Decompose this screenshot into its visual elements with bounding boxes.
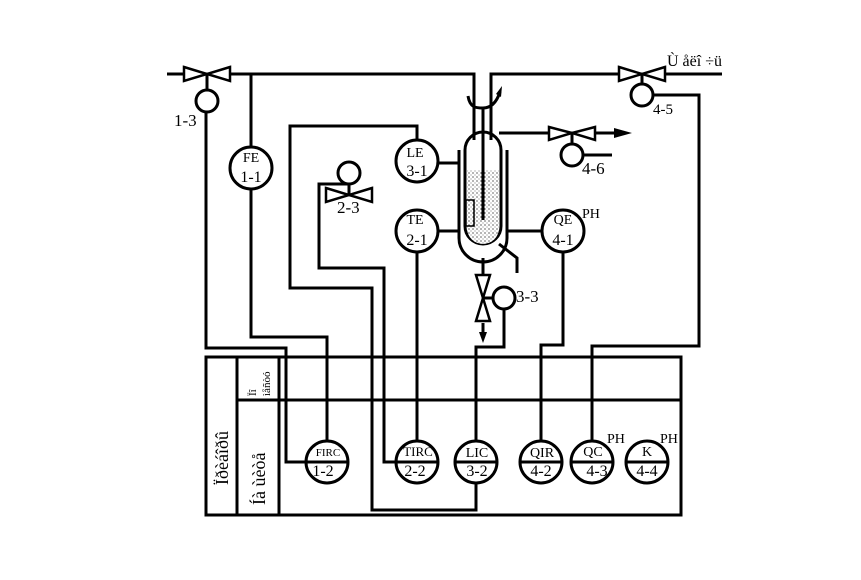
instrument-te-2-1[interactable]: TE 2-1 xyxy=(394,208,440,254)
instrument-firc-1-2-tag: FIRC xyxy=(316,447,340,459)
instrument-qc-4-3-suffix: PH xyxy=(607,432,625,447)
jacket-drain-line xyxy=(498,242,519,273)
valve-4-6[interactable]: 4-6 xyxy=(547,125,605,178)
instrument-fe-1-1-tag: FE xyxy=(243,151,259,166)
panel-label-inner: Íà ùèòå xyxy=(248,453,269,505)
instrument-firc-1-2-number: 1-2 xyxy=(312,463,333,480)
valve-2-3-label: 2-3 xyxy=(337,198,360,217)
inlet-pipe xyxy=(167,72,476,140)
instrument-k-4-4-number: 4-4 xyxy=(636,463,657,480)
valve-4-5[interactable]: 4-5 xyxy=(617,65,673,118)
instrument-firc-1-2[interactable]: FIRC 1-2 xyxy=(304,439,350,485)
instrument-lic-3-2[interactable]: LIC 3-2 xyxy=(453,439,499,485)
outlet-label: Ù åëî ÷ü xyxy=(667,51,722,70)
valve-3-3-label: 3-3 xyxy=(516,287,539,306)
instrument-fe-1-1-number: 1-1 xyxy=(240,169,261,186)
instrument-lic-3-2-number: 3-2 xyxy=(466,463,487,480)
instrument-k-4-4-tag: K xyxy=(642,445,652,460)
instrument-qe-4-1-tag: QE xyxy=(554,213,573,228)
reactor-vessel xyxy=(457,86,509,264)
signal-lines xyxy=(204,74,701,512)
valve-4-5-label: 4-5 xyxy=(653,102,673,118)
instrument-qc-4-3-number: 4-3 xyxy=(586,463,607,480)
valve-4-6-label: 4-6 xyxy=(582,159,605,178)
instrument-qir-4-2-tag: QIR xyxy=(530,446,555,461)
instrument-tirc-2-2-number: 2-2 xyxy=(404,463,425,480)
instrument-fe-1-1[interactable]: FE 1-1 xyxy=(228,145,274,191)
valve-1-3-label: 1-3 xyxy=(174,111,197,130)
valve-3-3[interactable]: 3-3 xyxy=(474,273,539,323)
instrument-k-4-4[interactable]: K 4-4 PH xyxy=(624,432,678,485)
instrument-qe-4-1-number: 4-1 xyxy=(552,232,573,249)
instrument-panel: Ïðèáîðû Íà ùèòå Ïî ìåñòó xyxy=(204,355,683,517)
valve-1-3[interactable]: 1-3 xyxy=(174,65,232,130)
instrument-k-4-4-suffix: PH xyxy=(660,432,678,447)
instrument-le-3-1-tag: LE xyxy=(406,146,423,161)
instrument-tirc-2-2-tag: TIRC xyxy=(403,444,433,459)
panel-label-outer: Ïðèáîðû xyxy=(212,431,232,485)
instrument-le-3-1[interactable]: LE 3-1 xyxy=(394,138,440,184)
instrument-te-2-1-tag: TE xyxy=(406,213,423,228)
instrument-qe-4-1-suffix: PH xyxy=(582,207,600,222)
instrument-qir-4-2-number: 4-2 xyxy=(530,463,551,480)
valve-2-3[interactable]: 2-3 xyxy=(324,160,374,217)
instrument-tirc-2-2[interactable]: TIRC 2-2 xyxy=(394,439,440,485)
instrument-lic-3-2-tag: LIC xyxy=(466,446,489,461)
instrument-le-3-1-number: 3-1 xyxy=(406,163,427,180)
instrument-qir-4-2[interactable]: QIR 4-2 xyxy=(518,439,564,485)
instrument-qe-4-1[interactable]: QE 4-1 PH xyxy=(540,207,600,254)
instrument-te-2-1-number: 2-1 xyxy=(406,232,427,249)
instrument-qc-4-3-tag: QC xyxy=(583,445,602,460)
instrument-qc-4-3[interactable]: QC 4-3 PH xyxy=(569,432,625,485)
panel-label-top-2: ìåñòó xyxy=(261,371,273,396)
outlet-pipe xyxy=(489,72,722,140)
panel-label-top-1: Ïî xyxy=(247,388,259,396)
